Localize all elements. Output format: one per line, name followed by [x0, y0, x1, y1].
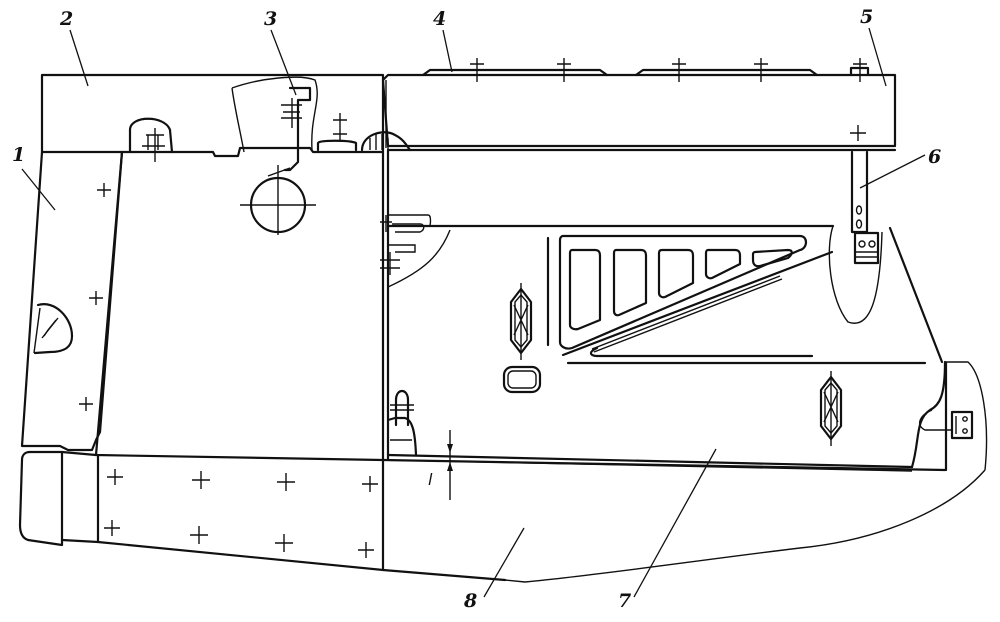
dimension-label-l: l [428, 470, 433, 489]
callout-3: 3 [264, 8, 278, 30]
fastener-marks-top [316, 113, 412, 152]
callout-4: 4 [433, 8, 447, 30]
leader-lines [21, 27, 926, 598]
callout-5: 5 [860, 6, 874, 28]
callout-2: 2 [60, 8, 74, 30]
callout-6: 6 [928, 146, 942, 168]
part-6-hanger-strap [850, 150, 880, 265]
part-2-upper-left-housing [40, 73, 385, 162]
callout-8: 8 [464, 590, 478, 612]
part-8-bottom-tray [18, 430, 986, 583]
central-body-panel [94, 148, 390, 462]
part-7-side-body [380, 214, 988, 472]
part-4-top-cover-plates [421, 58, 870, 141]
part-3-bracket-pipe [240, 86, 316, 235]
callout-7: 7 [618, 590, 632, 612]
callout-1: 1 [12, 144, 26, 166]
part-5-upper-right-housing [381, 73, 897, 152]
part-1-front-panel [20, 150, 124, 452]
